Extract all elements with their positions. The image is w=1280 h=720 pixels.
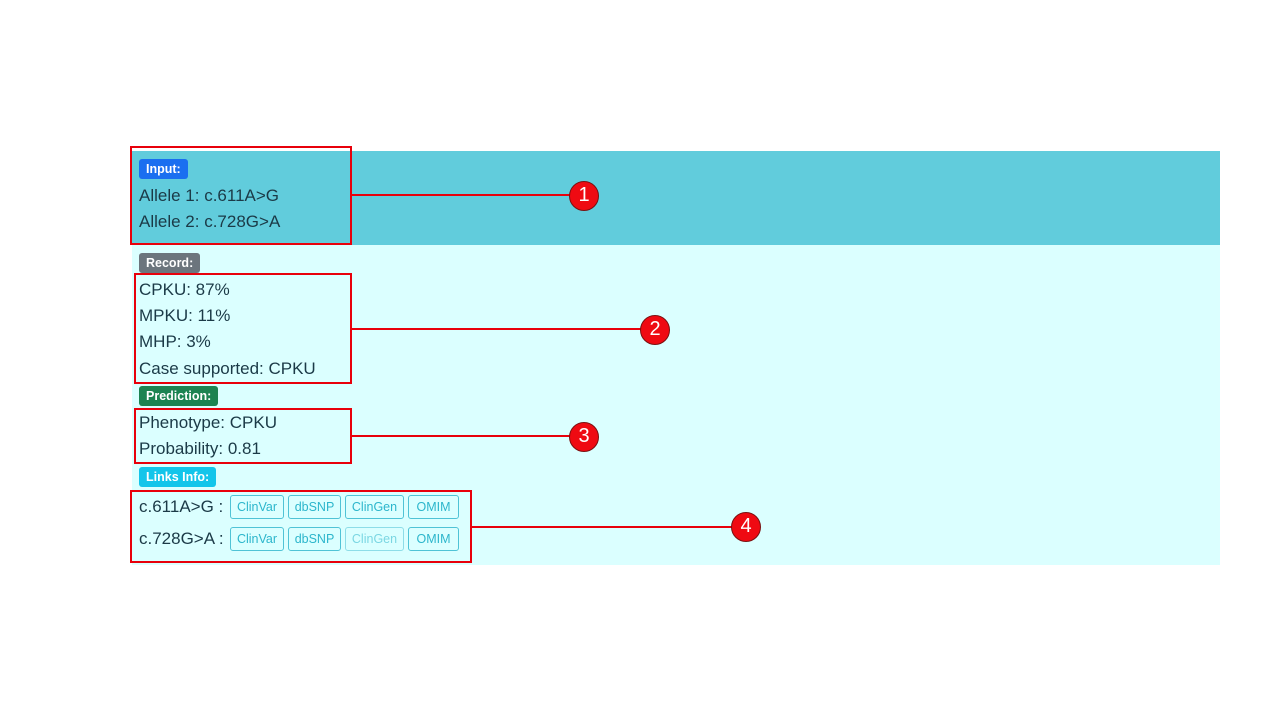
callout-box (134, 408, 352, 464)
dbsnp-link-button[interactable]: dbSNP (288, 527, 341, 551)
input-badge: Input: (139, 159, 188, 179)
clinvar-link-button[interactable]: ClinVar (230, 495, 284, 519)
callout-line (352, 194, 571, 196)
callout-number: 1 (569, 181, 599, 211)
clingen-link-button[interactable]: ClinGen (345, 495, 404, 519)
result-panel (132, 245, 1220, 565)
callout-box (134, 273, 352, 384)
omim-link-button[interactable]: OMIM (408, 527, 459, 551)
callout-number: 2 (640, 315, 670, 345)
probability-text: Probability: 0.81 (139, 439, 261, 458)
links-info-badge: Links Info: (139, 467, 217, 487)
callout-box (130, 146, 352, 245)
cpku-text: CPKU: 87% (139, 280, 230, 299)
callout-line (472, 526, 733, 528)
callout-number: 3 (569, 422, 599, 452)
mpku-text: MPKU: 11% (139, 306, 231, 325)
mhp-text: MHP: 3% (139, 332, 211, 351)
prediction-badge: Prediction: (139, 386, 219, 406)
variant-label: c.728G>A : (139, 529, 224, 548)
phenotype-text: Phenotype: CPKU (139, 413, 277, 432)
allele-1-text: Allele 1: c.611A>G (139, 186, 280, 205)
callout-line (352, 435, 571, 437)
clinvar-link-button[interactable]: ClinVar (230, 527, 284, 551)
callout-box (130, 490, 472, 563)
input-panel (132, 151, 1220, 245)
callout-line (352, 328, 642, 330)
variant-label: c.611A>G : (139, 497, 224, 516)
omim-link-button[interactable]: OMIM (408, 495, 459, 519)
case-supported-text: Case supported: CPKU (139, 359, 316, 378)
dbsnp-link-button[interactable]: dbSNP (288, 495, 341, 519)
allele-2-text: Allele 2: c.728G>A (139, 212, 281, 231)
record-badge: Record: (139, 253, 201, 273)
clingen-link-button[interactable]: ClinGen (345, 527, 404, 551)
callout-number: 4 (731, 512, 761, 542)
